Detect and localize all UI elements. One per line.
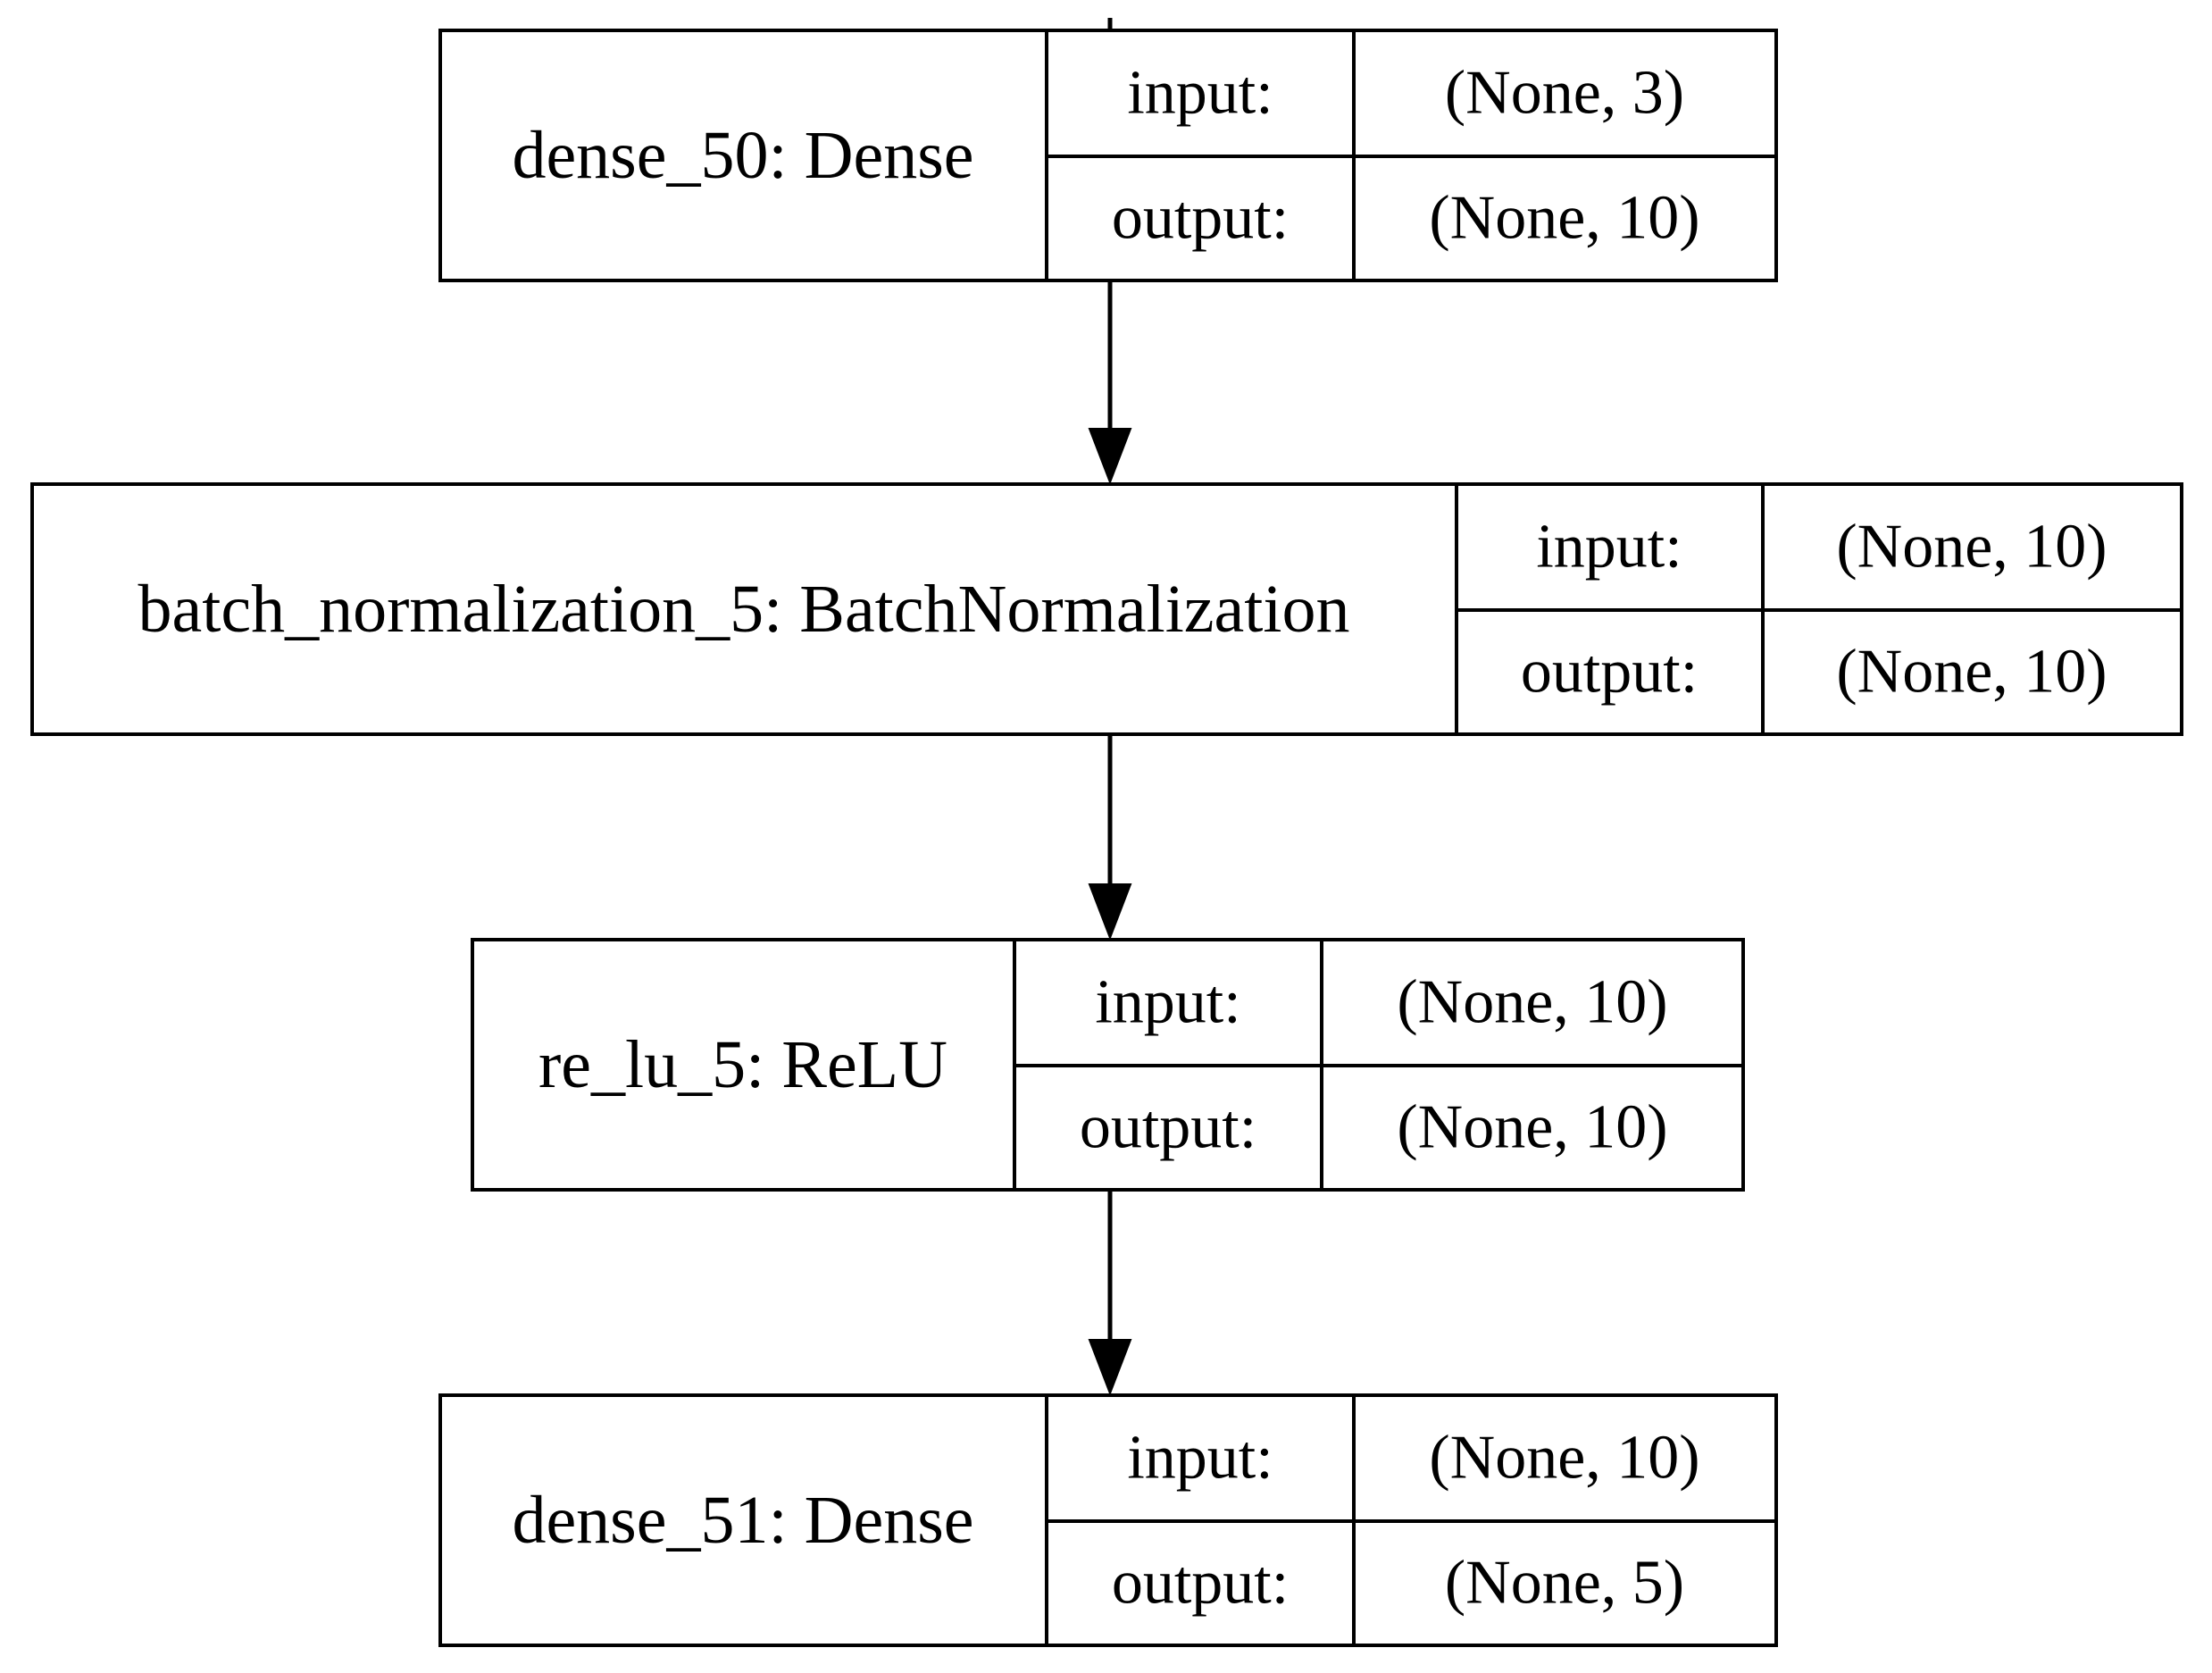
layer-node-dense-51: dense_51: Dense input: (None, 10) output… (438, 1393, 1778, 1647)
layer-name: re_lu_5: ReLU (538, 1027, 947, 1102)
input-label: input: (1536, 513, 1682, 581)
input-label: input: (1127, 59, 1273, 128)
edge-batch-norm-to-relu (1088, 734, 1132, 941)
input-shape: (None, 10) (1836, 513, 2107, 581)
arrowhead (1088, 428, 1132, 485)
layer-name: dense_50: Dense (512, 118, 973, 193)
input-shape: (None, 3) (1445, 59, 1684, 128)
layer-node-batch-normalization-5: batch_normalization_5: BatchNormalizatio… (30, 482, 2183, 736)
edge-dense-50-to-batch-norm (1088, 280, 1132, 485)
input-shape: (None, 10) (1397, 968, 1667, 1037)
layer-name: dense_51: Dense (512, 1483, 973, 1558)
layer-node-dense-50: dense_50: Dense input: (None, 3) output:… (438, 29, 1778, 282)
output-label: output: (1112, 184, 1289, 253)
arrowhead (1088, 883, 1132, 941)
output-shape: (None, 10) (1429, 184, 1699, 253)
output-label: output: (1112, 1549, 1289, 1618)
output-label: output: (1521, 638, 1698, 707)
edge-relu-to-dense-51 (1088, 1190, 1132, 1396)
layer-node-re-lu-5: re_lu_5: ReLU input: (None, 10) output: … (471, 938, 1745, 1192)
layer-name: batch_normalization_5: BatchNormalizatio… (138, 572, 1349, 647)
output-label: output: (1080, 1093, 1256, 1162)
arrowhead (1088, 1339, 1132, 1396)
output-shape: (None, 10) (1836, 638, 2107, 707)
input-label: input: (1127, 1424, 1273, 1493)
output-shape: (None, 5) (1445, 1549, 1684, 1618)
input-shape: (None, 10) (1429, 1424, 1699, 1493)
output-shape: (None, 10) (1397, 1093, 1667, 1162)
input-label: input: (1095, 968, 1240, 1037)
